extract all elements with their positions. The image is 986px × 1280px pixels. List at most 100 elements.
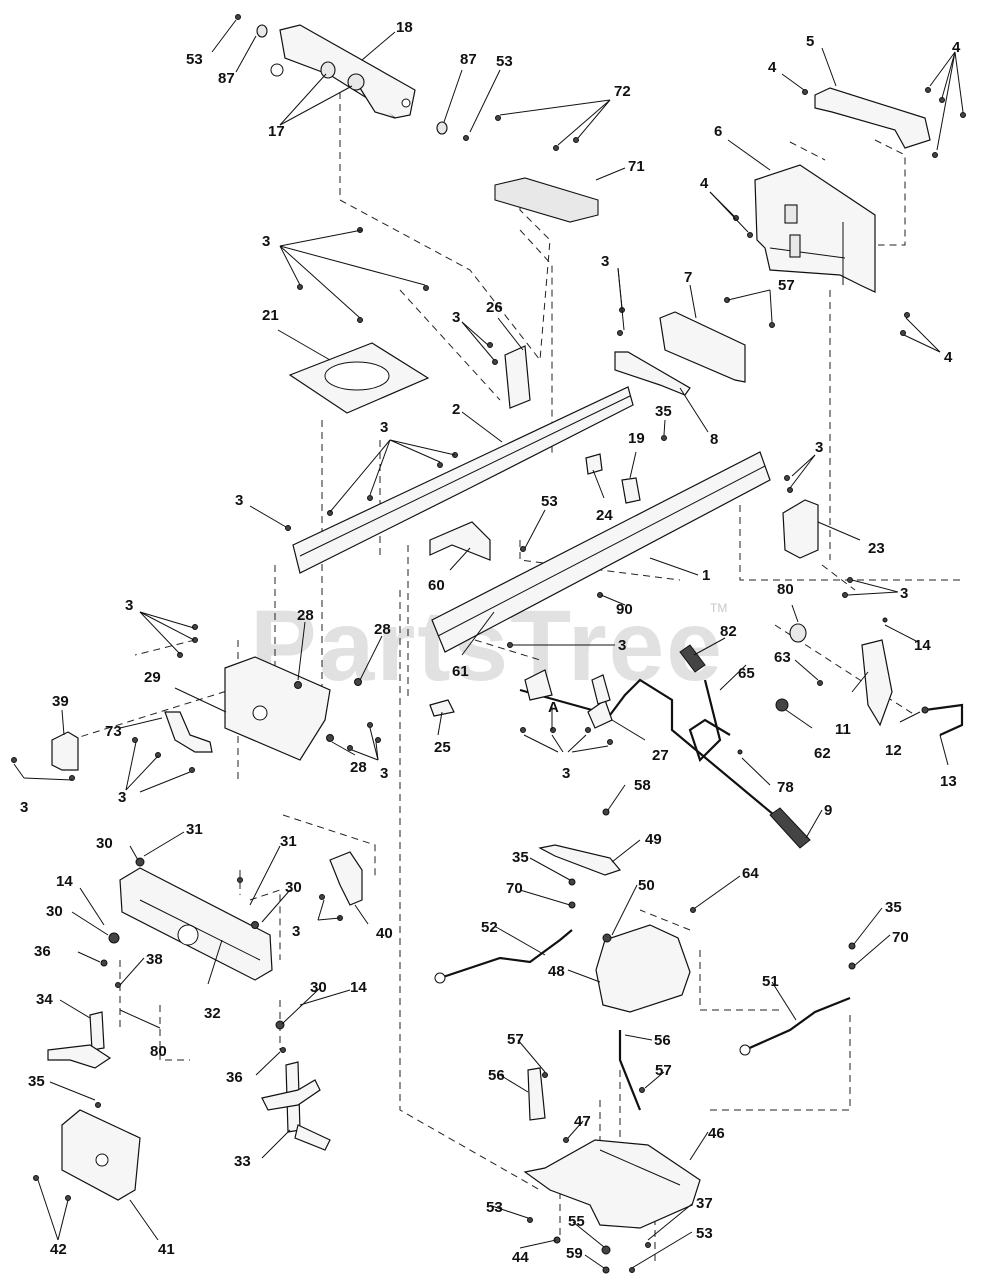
callout-27: 27 <box>652 747 669 764</box>
callout-59: 59 <box>566 1245 583 1262</box>
washer-87 <box>256 24 448 135</box>
callout-28: 28 <box>374 621 391 638</box>
callout-57: 57 <box>655 1062 672 1079</box>
callout-47: 47 <box>574 1113 591 1130</box>
callout-56: 56 <box>654 1032 671 1049</box>
callout-28: 28 <box>350 759 367 776</box>
callout-72: 72 <box>614 83 631 100</box>
callout-3: 3 <box>20 799 28 816</box>
callout-34: 34 <box>36 991 53 1008</box>
part-51-rod <box>739 996 851 1056</box>
part-26-bracket <box>504 345 531 409</box>
part-82-grip <box>679 644 706 673</box>
callout-60: 60 <box>428 577 445 594</box>
part-21-seat-plate <box>288 342 430 414</box>
callout-87: 87 <box>460 51 477 68</box>
callout-56: 56 <box>488 1067 505 1084</box>
callout-36: 36 <box>34 943 51 960</box>
part-13-rod <box>924 703 964 737</box>
part-71-plate <box>494 177 599 223</box>
callout-39: 39 <box>52 693 69 710</box>
callout-50: 50 <box>638 877 655 894</box>
callout-3: 3 <box>618 637 626 654</box>
part-27-shaft <box>519 669 613 729</box>
callout-3: 3 <box>125 597 133 614</box>
callout-4: 4 <box>952 39 961 56</box>
part-41-bracket <box>61 1109 141 1201</box>
callout-13: 13 <box>940 773 957 790</box>
callout-42: 42 <box>50 1241 67 1258</box>
callout-82: 82 <box>720 623 737 640</box>
part-19-clip <box>621 477 641 504</box>
leader-lines <box>13 19 964 1269</box>
callout-11: 11 <box>835 721 851 738</box>
callout-21: 21 <box>262 307 279 324</box>
callout-8: 8 <box>710 431 718 448</box>
callout-3: 3 <box>380 765 388 782</box>
callout-18: 18 <box>396 19 413 36</box>
callout-33: 33 <box>234 1153 251 1170</box>
part-46-base-plate <box>523 1139 701 1229</box>
callout-14: 14 <box>350 979 367 996</box>
callout-80: 80 <box>777 581 794 598</box>
callout-6: 6 <box>714 123 722 140</box>
part-33-spindle <box>261 1061 331 1151</box>
part-56-lever <box>527 1030 642 1121</box>
callout-3: 3 <box>452 309 460 326</box>
callout-4: 4 <box>700 175 709 192</box>
part-5-dash-panel <box>814 87 931 149</box>
part-11-bracket <box>861 639 893 727</box>
callout-30: 30 <box>285 879 302 896</box>
callout-A: A <box>548 699 559 716</box>
callout-51: 51 <box>762 973 779 990</box>
part-1-frame-rail <box>431 451 771 653</box>
callout-35: 35 <box>655 403 672 420</box>
part-9-handle-rod <box>609 678 811 849</box>
part-2-frame-rail <box>292 386 634 574</box>
callout-30: 30 <box>46 903 63 920</box>
callout-3: 3 <box>601 253 609 270</box>
callout-23: 23 <box>868 540 885 557</box>
callout-32: 32 <box>204 1005 221 1022</box>
callout-4: 4 <box>944 349 953 366</box>
callout-17: 17 <box>268 123 285 140</box>
hardware-fasteners <box>11 14 966 1274</box>
callout-36: 36 <box>226 1069 243 1086</box>
callout-52: 52 <box>481 919 498 936</box>
part-73-bracket <box>164 711 213 753</box>
part-6-dash-housing <box>754 164 876 293</box>
callout-31: 31 <box>186 821 203 838</box>
callout-labels: 53 87 17 18 87 53 72 71 5 4 4 6 4 4 57 3… <box>20 19 961 1266</box>
callout-71: 71 <box>628 158 645 175</box>
callout-70: 70 <box>892 929 909 946</box>
callout-53: 53 <box>696 1225 713 1242</box>
callout-31: 31 <box>280 833 297 850</box>
callout-35: 35 <box>28 1073 45 1090</box>
callout-28: 28 <box>297 607 314 624</box>
callout-38: 38 <box>146 951 163 968</box>
part-32-axle-beam <box>119 867 273 981</box>
callout-73: 73 <box>105 723 122 740</box>
callout-29: 29 <box>144 669 161 686</box>
callout-3: 3 <box>815 439 823 456</box>
watermark-trademark: TM <box>710 601 727 615</box>
callout-35: 35 <box>885 899 902 916</box>
callout-14: 14 <box>914 637 931 654</box>
part-80-washer <box>789 623 807 643</box>
callout-65: 65 <box>738 665 755 682</box>
part-52-rod <box>434 929 573 984</box>
part-34-spindle <box>47 1011 112 1069</box>
assembly-lines <box>69 92 960 1265</box>
callout-2: 2 <box>452 401 460 418</box>
callout-12: 12 <box>885 742 902 759</box>
callout-63: 63 <box>774 649 791 666</box>
callout-3: 3 <box>235 492 243 509</box>
callout-41: 41 <box>158 1241 175 1258</box>
callout-1: 1 <box>702 567 710 584</box>
callout-37: 37 <box>696 1195 713 1212</box>
callout-78: 78 <box>777 779 794 796</box>
callout-58: 58 <box>634 777 651 794</box>
callout-49: 49 <box>645 831 662 848</box>
callout-24: 24 <box>596 507 613 524</box>
